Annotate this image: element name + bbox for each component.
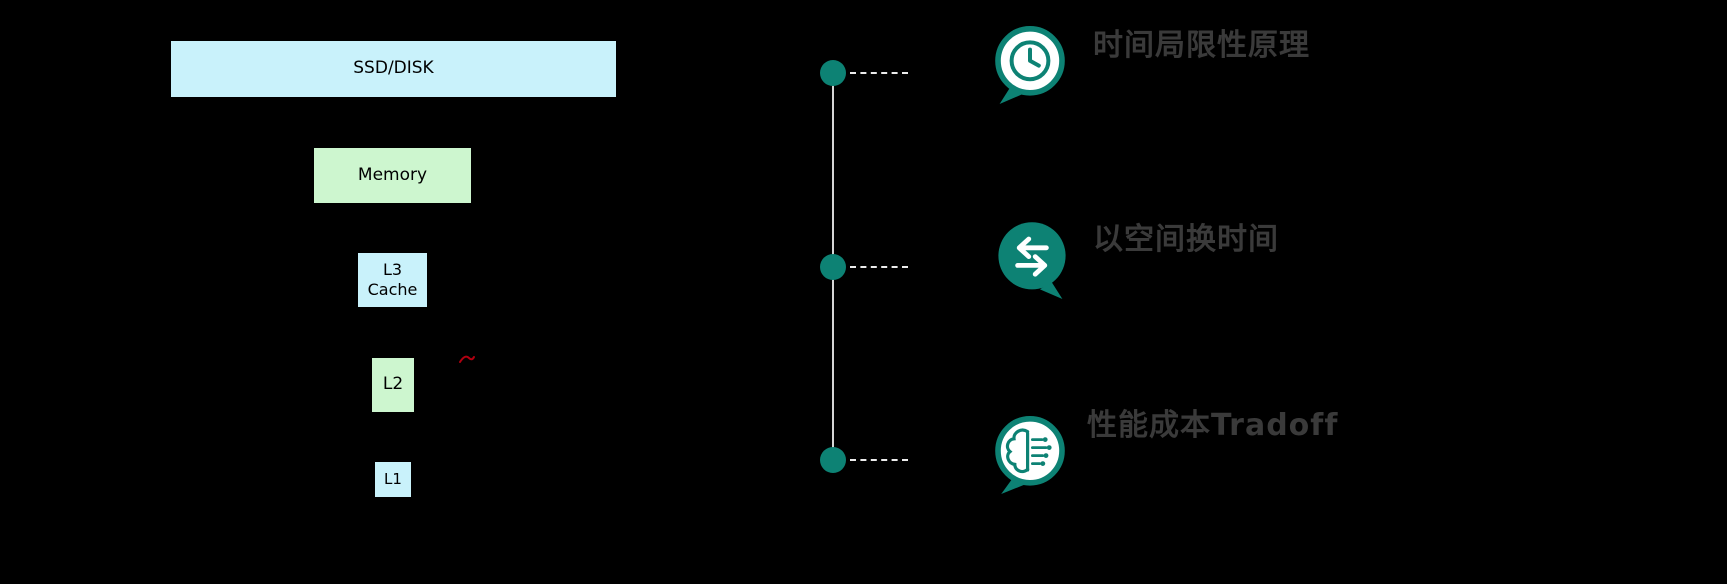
red-scribble-mark: [459, 355, 475, 363]
timeline-dot-2: [820, 254, 846, 280]
hierarchy-level-l2: L2: [371, 357, 415, 413]
annotation-time-locality: 时间局限性原理: [1093, 28, 1310, 63]
timeline-dash-connector-1: [850, 72, 908, 74]
timeline-dot-3: [820, 447, 846, 473]
hierarchy-level-ssd-disk: SSD/DISK: [170, 40, 617, 98]
timeline-dash-connector-3: [850, 459, 908, 461]
hierarchy-level-ssd-disk-label: SSD/DISK: [353, 58, 434, 79]
hierarchy-level-l1-label: L1: [384, 470, 402, 489]
hierarchy-level-memory-label: Memory: [357, 164, 428, 185]
timeline-dot-1: [820, 60, 846, 86]
swap-arrows-bubble-icon: [992, 217, 1072, 301]
hierarchy-level-l2-label: L2: [382, 374, 404, 395]
timeline-dash-connector-2: [850, 266, 908, 268]
hierarchy-level-l3-cache-label: L3 Cache: [367, 260, 418, 299]
annotation-space-for-time: 以空间换时间: [1093, 222, 1279, 257]
hierarchy-level-l3-cache: L3 Cache: [357, 252, 428, 308]
ai-brain-bubble-icon: [990, 412, 1070, 496]
hierarchy-level-memory: Memory: [313, 147, 472, 204]
annotation-performance-cost-tradeoff: 性能成本Tradoff: [1087, 408, 1339, 443]
clock-bubble-icon: [990, 22, 1070, 106]
hierarchy-level-l1: L1: [374, 461, 412, 498]
